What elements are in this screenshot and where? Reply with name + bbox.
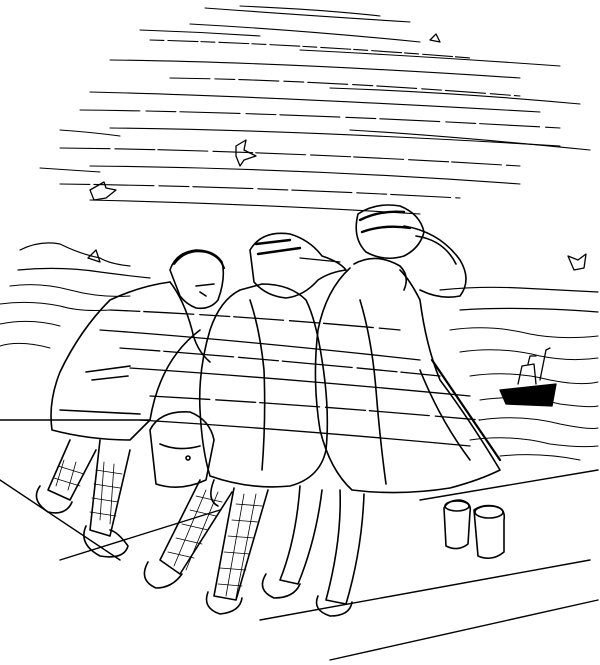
distant-hills <box>17 242 599 313</box>
harbor-deck <box>0 419 599 661</box>
foreground-wind-streaks <box>99 309 481 447</box>
man-in-overcoat-left <box>35 249 225 558</box>
mooring-bollards <box>443 499 506 560</box>
woman-in-long-coat-holding-hair <box>261 204 502 617</box>
wind-blown-leaves <box>87 33 587 271</box>
wind-streaks <box>39 5 591 215</box>
rough-sea <box>0 284 599 461</box>
child-in-plaid-tights <box>143 232 347 615</box>
distant-ship <box>499 347 557 407</box>
